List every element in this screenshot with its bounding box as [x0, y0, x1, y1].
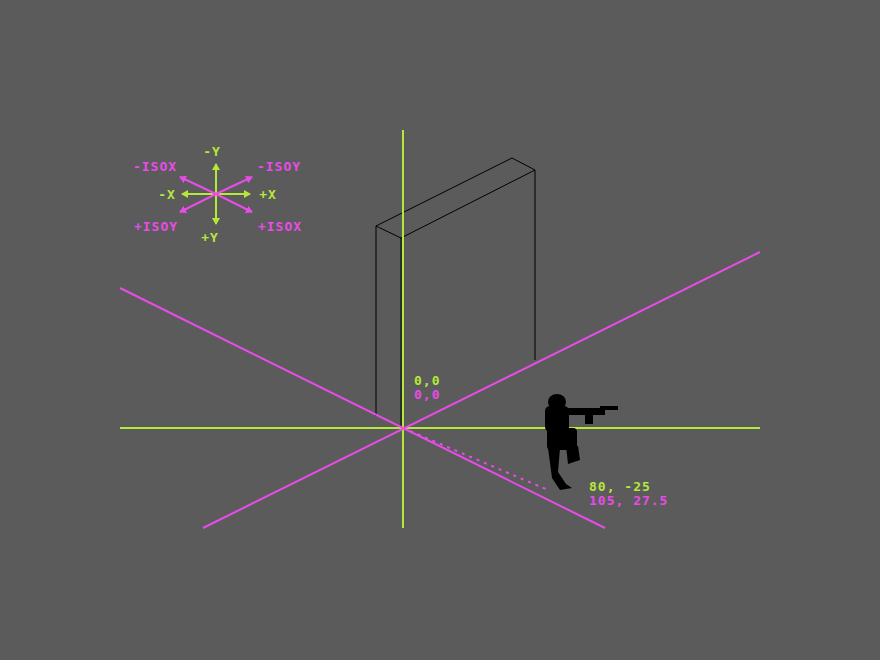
axis-label: -ISOX	[133, 160, 177, 174]
isoy-axis	[203, 252, 760, 528]
axis-label: -ISOY	[257, 160, 301, 174]
axis-label: -X	[158, 188, 176, 202]
isox-axis	[120, 288, 605, 528]
coordinate-label: 105, 27.5	[589, 494, 668, 508]
x-axis	[120, 427, 760, 429]
axis-label: +X	[259, 188, 277, 202]
coordinate-label: 80, -25	[589, 480, 651, 494]
axis-label: -Y	[203, 145, 221, 159]
compass	[180, 164, 252, 224]
coordinate-label: 0,0	[414, 374, 440, 388]
axis-label: +Y	[201, 231, 219, 245]
axis-label: +ISOX	[258, 220, 302, 234]
wall-box	[376, 158, 535, 428]
coordinate-label: 0,0	[414, 388, 440, 402]
axis-label: +ISOY	[134, 220, 178, 234]
y-axis	[402, 130, 404, 528]
dotted-leader	[403, 428, 548, 490]
soldier-figure	[545, 394, 618, 490]
